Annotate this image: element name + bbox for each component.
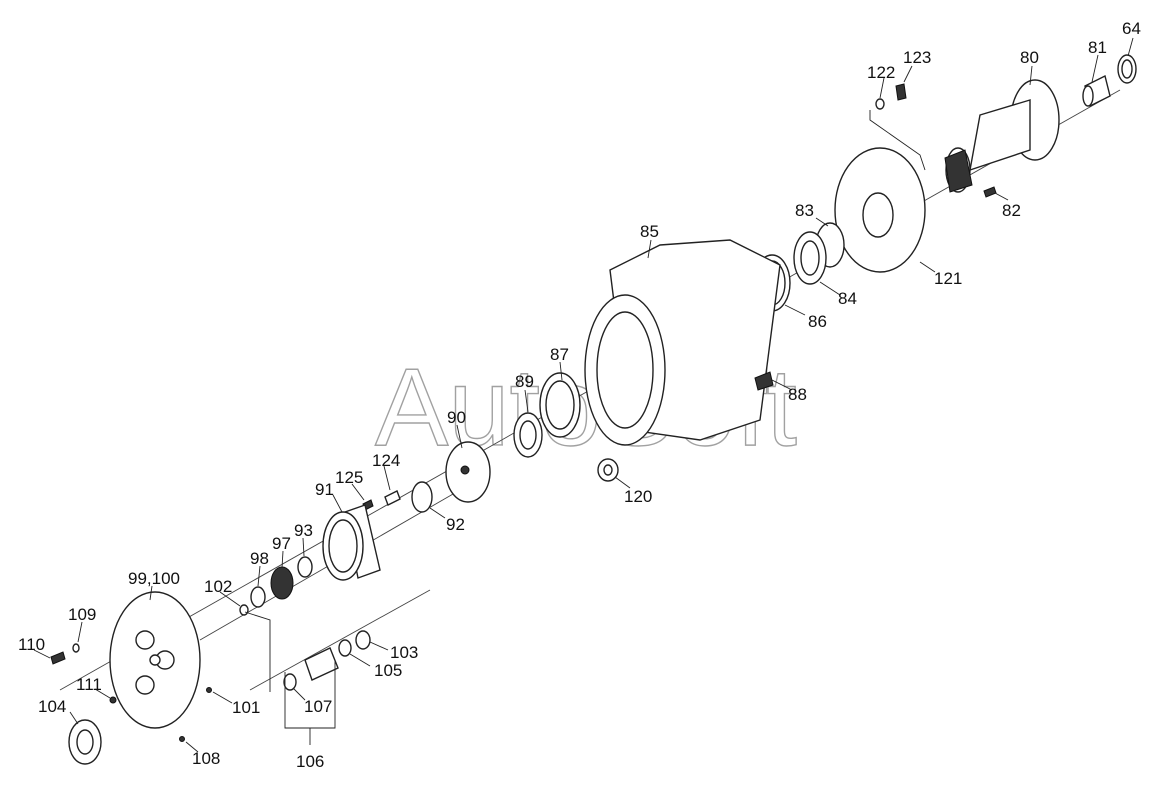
callout-101: 101 xyxy=(232,698,260,717)
part-103-ring xyxy=(355,630,371,650)
callout-103: 103 xyxy=(390,643,418,662)
callout-80: 80 xyxy=(1020,48,1039,67)
part-123-bolt xyxy=(895,83,907,101)
callout-92: 92 xyxy=(446,515,465,534)
callout-122: 122 xyxy=(867,63,895,82)
callout-121: 121 xyxy=(934,269,962,288)
callout-108: 108 xyxy=(192,749,220,768)
callout-88: 88 xyxy=(788,385,807,404)
callout-110: 110 xyxy=(18,635,45,654)
part-110-bolt xyxy=(50,651,66,665)
part-84-bearing xyxy=(793,231,827,285)
callout-86: 86 xyxy=(808,312,827,331)
part-64-ring xyxy=(1117,54,1137,84)
part-102-washer xyxy=(239,604,249,616)
callout-109: 109 xyxy=(68,605,96,624)
part-121-disc xyxy=(834,147,926,273)
callout-85: 85 xyxy=(640,222,659,241)
leader-lines xyxy=(33,37,1134,753)
part-99-100-cover xyxy=(109,591,201,729)
part-120-nut xyxy=(597,458,619,482)
part-85-hub-housing xyxy=(584,239,781,446)
callout-83: 83 xyxy=(795,201,814,220)
part-107-shaft xyxy=(283,647,339,691)
callout-91: 91 xyxy=(315,480,334,499)
part-82-bolt xyxy=(983,186,997,198)
part-81-sleeve xyxy=(1082,74,1111,108)
part-88-screw xyxy=(754,371,774,391)
callout-64: 64 xyxy=(1122,19,1141,38)
part-111-plug xyxy=(109,696,117,704)
callout-97: 97 xyxy=(272,534,291,553)
callout-124: 124 xyxy=(372,451,400,470)
callout-104: 104 xyxy=(38,697,66,716)
callout-89: 89 xyxy=(515,372,534,391)
part-91-ring-gear xyxy=(322,504,381,581)
part-97-gear xyxy=(270,566,294,600)
callout-82: 82 xyxy=(1002,201,1021,220)
part-90-carrier xyxy=(445,441,491,503)
part-109-washer xyxy=(72,643,80,653)
part-108-plug xyxy=(179,736,185,742)
callout-111: 111 xyxy=(76,675,102,694)
part-124-pin xyxy=(384,490,401,506)
part-89-bearing xyxy=(513,412,543,458)
part-87-seal xyxy=(539,372,581,438)
callout-labels: 64 80 81 82 83 84 85 86 87 88 89 90 91 9… xyxy=(18,19,1141,771)
callout-102: 102 xyxy=(204,577,232,596)
part-104-gear xyxy=(68,719,102,765)
callout-123: 123 xyxy=(903,48,931,67)
part-92-ring xyxy=(411,481,433,513)
part-98-ring xyxy=(250,586,266,608)
callout-93: 93 xyxy=(294,521,313,540)
part-101-plug xyxy=(206,687,212,693)
callout-81: 81 xyxy=(1088,38,1107,57)
callout-105: 105 xyxy=(374,661,402,680)
callout-120: 120 xyxy=(624,487,652,506)
part-105-ring xyxy=(338,639,352,657)
callout-90: 90 xyxy=(447,408,466,427)
part-80-spindle xyxy=(944,79,1060,193)
callout-84: 84 xyxy=(838,289,857,308)
callout-107: 107 xyxy=(304,697,332,716)
callout-87: 87 xyxy=(550,345,569,364)
callout-125: 125 xyxy=(335,468,363,487)
callout-98: 98 xyxy=(250,549,269,568)
callout-106: 106 xyxy=(296,752,324,771)
callout-99-100: 99,100 xyxy=(128,569,180,588)
part-93-ring xyxy=(297,556,313,578)
part-122-washer xyxy=(875,98,885,110)
